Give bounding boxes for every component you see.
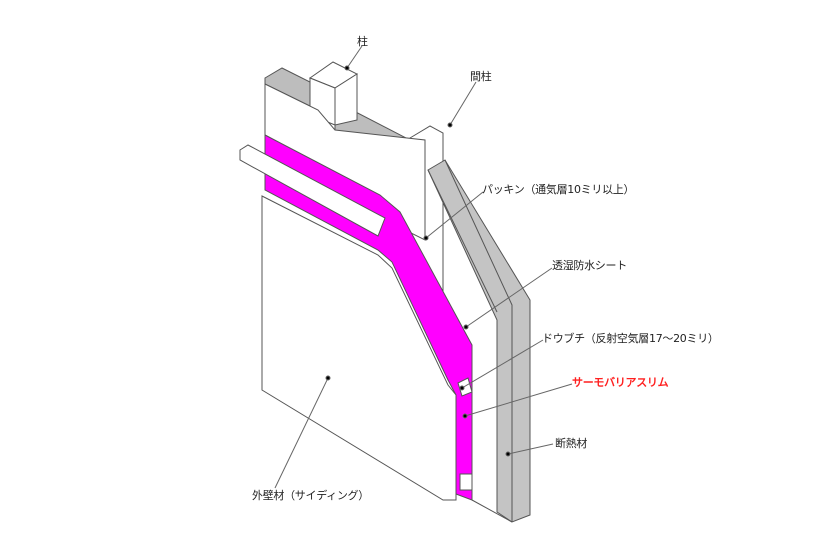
insulation bbox=[427, 159, 531, 523]
label-insulation: 断熱材 bbox=[555, 437, 588, 450]
label-pillar: 柱 bbox=[357, 35, 368, 48]
air-gap-strip bbox=[239, 144, 386, 237]
siding-panel bbox=[261, 195, 457, 501]
label-packing: パッキン（通気層10ミリ以上） bbox=[482, 183, 635, 196]
label-thermo-barrier: サーモバリアスリム bbox=[572, 376, 669, 389]
label-furring: ドウブチ（反射空気層17～20ミリ） bbox=[542, 332, 719, 345]
furring-strip bbox=[457, 377, 473, 397]
label-stud: 間柱 bbox=[470, 70, 492, 83]
label-siding: 外壁材（サイディング） bbox=[252, 489, 369, 502]
label-membrane: 透湿防水シート bbox=[552, 259, 627, 272]
